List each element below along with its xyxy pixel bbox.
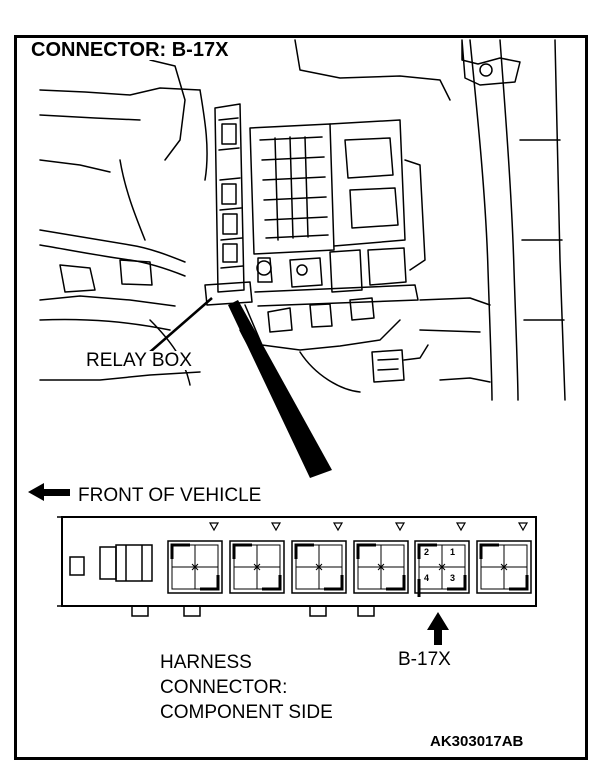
triangle-marker-icon [332,522,344,532]
connector-pointer-label: B-17X [398,649,451,670]
engine-bay-drawing [39,39,566,401]
up-arrow-icon [427,612,449,645]
pin-label-2: 2 [424,547,430,557]
connector-pointer-wedge [228,300,332,478]
figure-code: AK303017AB [430,733,524,750]
pin-label-1: 1 [450,547,456,557]
left-arrow-icon [28,483,70,501]
connector-title: CONNECTOR: B-17X [28,40,232,60]
terminal-slots [167,540,532,597]
terminal-slot [291,540,347,594]
triangle-marker-icon [517,522,529,532]
triangle-marker-icon [270,522,282,532]
harness-label-line-3: COMPONENT SIDE [160,702,333,723]
relay-box-leader-line [149,297,213,353]
triangle-marker-icon [208,522,220,532]
triangle-marker-icon [455,522,467,532]
terminal-slot-b17x [414,540,470,597]
triangle-marker-icon [394,522,406,532]
harness-label-line-2: CONNECTOR: [160,677,288,698]
front-of-vehicle-label: FRONT OF VEHICLE [78,485,262,506]
terminal-slot [353,540,409,594]
pin-label-4: 4 [424,573,430,583]
connector-housing [57,516,537,617]
harness-connector-label: HARNESS CONNECTOR: COMPONENT SIDE [160,650,333,725]
pin-label-3: 3 [450,573,456,583]
relay-box-label: RELAY BOX [84,350,194,371]
terminal-slot [229,540,285,594]
terminal-slot [476,540,532,594]
harness-label-line-1: HARNESS [160,652,252,673]
terminal-slot [167,540,223,594]
